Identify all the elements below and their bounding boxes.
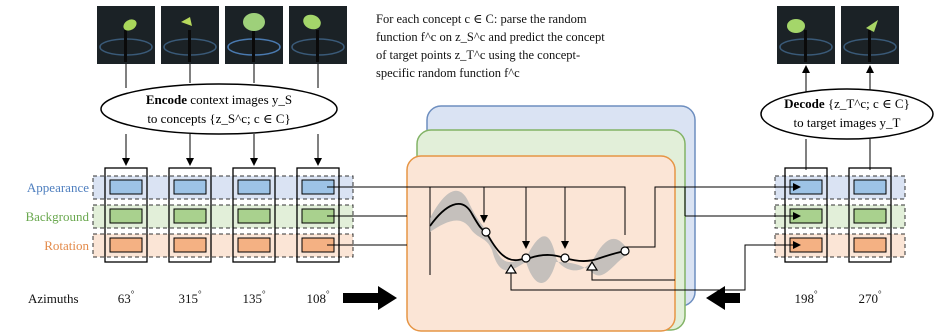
context-azimuths: 63° 315° 135° 108° <box>118 289 330 306</box>
description-line1: For each concept c ∈ C: parse the random <box>376 12 587 26</box>
context-column-3 <box>232 167 276 263</box>
context-bar-appearance <box>237 179 271 195</box>
function-to-target-lines <box>510 183 801 291</box>
context-column-4 <box>296 167 340 263</box>
context-azimuth-3: 135° <box>242 289 266 306</box>
context-bar-background <box>173 208 207 224</box>
context-bar-appearance <box>109 179 143 195</box>
right-thick-arrow <box>343 286 397 310</box>
context-image-4 <box>289 6 347 64</box>
context-column-2 <box>168 167 212 263</box>
context-points <box>481 227 630 263</box>
image-to-encoder-arrows <box>125 64 319 88</box>
target-bar-rotation <box>853 237 887 253</box>
concept-label-appearance: Appearance <box>27 180 89 195</box>
target-images <box>777 6 899 64</box>
description-line3: of target points z_T^c using the concept… <box>376 48 580 62</box>
decoder: Decode {z_T^c; c ∈ C} to target images y… <box>760 88 934 140</box>
context-bar-appearance <box>173 179 207 195</box>
context-azimuth-2: 315° <box>178 289 202 306</box>
decode-line1: Decode {z_T^c; c ∈ C} <box>784 96 910 111</box>
concept-label-rotation: Rotation <box>44 238 89 253</box>
encoder: Encode context images y_S to concepts {z… <box>100 83 338 135</box>
description: For each concept c ∈ C: parse the random… <box>376 12 605 80</box>
uncertainty-band <box>430 190 625 283</box>
context-azimuth-4: 108° <box>306 289 330 306</box>
target-image-1 <box>777 6 835 64</box>
context-bar-rotation <box>237 237 271 253</box>
encode-line2: to concepts {z_S^c; c ∈ C} <box>147 111 290 126</box>
context-column-1 <box>104 167 148 263</box>
target-bar-background <box>853 208 887 224</box>
context-azimuth-1: 63° <box>118 289 135 306</box>
context-images <box>97 6 347 64</box>
encode-line1: Encode context images y_S <box>146 92 292 107</box>
context-bar-background <box>109 208 143 224</box>
target-bar-appearance <box>853 179 887 195</box>
decoder-to-image-arrows <box>802 65 874 92</box>
context-image-2 <box>161 6 219 64</box>
context-concept-bands <box>92 175 354 258</box>
target-column-1 <box>784 167 828 263</box>
context-bar-rotation <box>109 237 143 253</box>
columns-to-decoder-lines <box>805 139 871 170</box>
azimuth-label: Azimuths <box>28 291 79 306</box>
decode-line2: to target images y_T <box>794 115 901 130</box>
target-image-2 <box>841 6 899 64</box>
target-azimuth-2: 270° <box>858 289 882 306</box>
context-image-3 <box>225 6 283 64</box>
target-azimuths: 198° 270° <box>794 289 882 306</box>
encoder-to-columns-arrows <box>122 134 322 166</box>
description-line4: specific random function f^c <box>376 66 520 80</box>
concept-label-background: Background <box>25 209 89 224</box>
context-to-function-lines <box>327 186 626 275</box>
target-azimuth-1: 198° <box>794 289 818 306</box>
target-column-2 <box>848 167 892 263</box>
context-image-1 <box>97 6 155 64</box>
description-line2: function f^c on z_S^c and predict the co… <box>376 30 605 44</box>
left-thick-arrow <box>706 286 740 310</box>
context-bar-rotation <box>173 237 207 253</box>
context-concept-columns <box>104 167 340 263</box>
context-bar-background <box>237 208 271 224</box>
